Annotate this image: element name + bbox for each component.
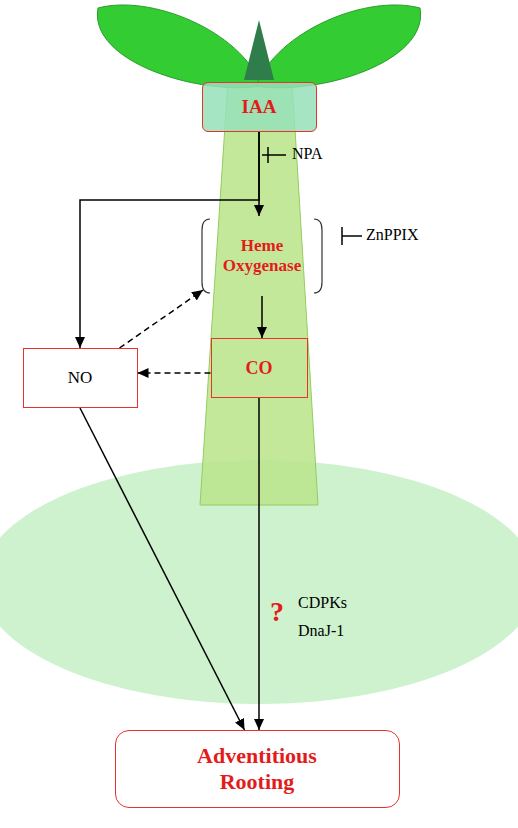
hormone-box: IAA xyxy=(202,82,317,132)
inhibitor-label: ZnPPIX xyxy=(366,226,418,244)
candidate-label: CDPKs xyxy=(298,594,347,612)
node-text: CO xyxy=(246,358,273,379)
solid-arrow xyxy=(258,398,260,730)
solid-arrow xyxy=(261,296,263,338)
signal-box: NO xyxy=(23,348,138,408)
bracket-stroke xyxy=(202,219,210,293)
inhibitor-label: NPA xyxy=(292,145,323,163)
shoot-apex xyxy=(244,20,274,80)
node-text: Adventitious Rooting xyxy=(167,743,347,796)
question-mark: ? xyxy=(270,596,284,628)
node-text: NO xyxy=(68,368,93,388)
node-text: IAA xyxy=(242,96,277,118)
node-text: Heme Oxygenase xyxy=(214,236,310,275)
outcome-box: Adventitious Rooting xyxy=(115,730,400,808)
solid-arrow xyxy=(80,408,245,730)
dashed-arrow xyxy=(138,372,211,374)
dashed-arrow xyxy=(120,290,204,348)
solid-arrow xyxy=(80,132,259,348)
signal-box: CO xyxy=(211,338,308,398)
candidate-label: DnaJ-1 xyxy=(298,622,344,640)
bracket-stroke xyxy=(314,219,322,293)
cotyledon-left xyxy=(97,5,262,88)
cotyledon-right xyxy=(256,5,421,88)
enzyme-bracket: Heme Oxygenase xyxy=(200,216,324,296)
inhibitor-bar-npa xyxy=(262,147,286,163)
inhibitor-bar-znppix xyxy=(342,227,362,245)
